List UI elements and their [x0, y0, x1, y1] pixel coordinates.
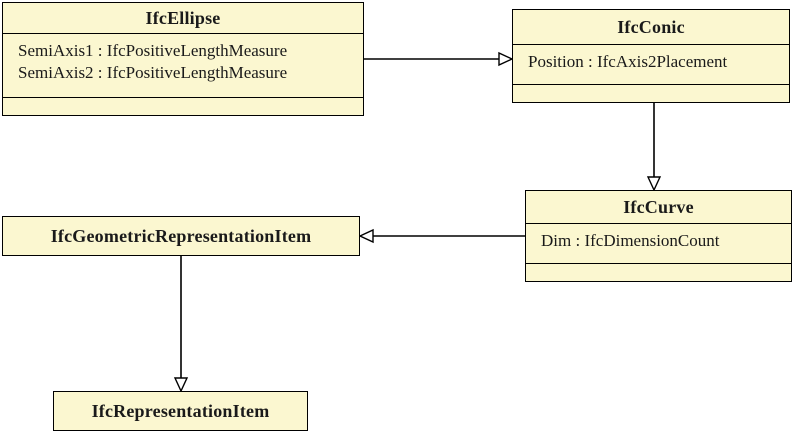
- class-operations-empty: [513, 85, 789, 102]
- class-box-ifccurve[interactable]: IfcCurve Dim : IfcDimensionCount: [525, 190, 792, 282]
- attribute-line: SemiAxis1 : IfcPositiveLengthMeasure: [18, 41, 288, 60]
- class-box-ifcrepresentationitem[interactable]: IfcRepresentationItem: [53, 391, 308, 431]
- inheritance-arrow-ifccurve-to-ifcgeometricrepresentationitem: [358, 228, 525, 244]
- class-title: IfcCurve: [623, 196, 694, 217]
- class-box-ifcellipse[interactable]: IfcEllipse SemiAxis1 : IfcPositiveLength…: [2, 2, 364, 116]
- class-title: IfcGeometricRepresentationItem: [50, 225, 312, 246]
- attribute-line: Dim : IfcDimensionCount: [541, 231, 720, 250]
- class-attributes: Dim : IfcDimensionCount: [526, 223, 791, 264]
- class-title: IfcConic: [617, 16, 685, 37]
- class-operations-empty: [526, 264, 791, 281]
- class-title: IfcRepresentationItem: [91, 400, 270, 421]
- class-title: IfcEllipse: [145, 7, 221, 28]
- class-operations-empty: [3, 98, 363, 115]
- inheritance-arrow-ifcgeometricrepresentationitem-to-ifcrepresentationitem: [173, 256, 189, 393]
- class-attributes: SemiAxis1 : IfcPositiveLengthMeasure Sem…: [3, 33, 363, 98]
- inheritance-arrow-ifcconic-to-ifccurve: [646, 103, 662, 192]
- attribute-line: Position : IfcAxis2Placement: [528, 52, 728, 71]
- attribute-line: SemiAxis2 : IfcPositiveLengthMeasure: [18, 63, 288, 82]
- class-attributes: Position : IfcAxis2Placement: [513, 44, 789, 85]
- class-box-ifcgeometricrepresentationitem[interactable]: IfcGeometricRepresentationItem: [2, 216, 360, 256]
- inheritance-arrow-ifcellipse-to-ifcconic: [364, 51, 514, 67]
- class-box-ifcconic[interactable]: IfcConic Position : IfcAxis2Placement: [512, 9, 790, 103]
